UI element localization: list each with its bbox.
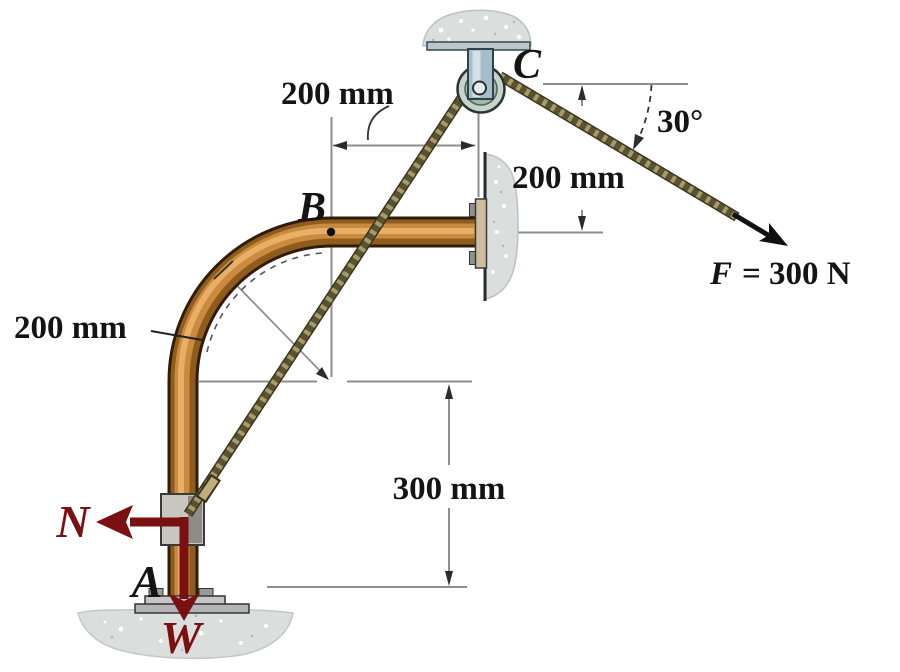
label-point-c: C xyxy=(513,42,542,88)
normal-force-arrowhead xyxy=(96,505,133,539)
weight-force-arrowhead xyxy=(168,593,200,621)
label-normal-force: N xyxy=(55,496,91,547)
rope-left-braid xyxy=(185,95,465,516)
pulley-pin xyxy=(472,80,487,96)
dim-label-wall-drop: 200 mm xyxy=(512,160,625,196)
dim-label-bend-radius: 200 mm xyxy=(14,310,127,346)
ground-speckles xyxy=(103,617,268,645)
wall-speckles-dark xyxy=(492,190,505,248)
angle-arc-30 xyxy=(634,84,653,147)
leader-top-200 xyxy=(366,105,390,141)
wall-mount xyxy=(469,152,519,301)
ceiling-speckles xyxy=(438,15,522,41)
arrowhead-300-up xyxy=(445,384,453,399)
cable xyxy=(183,71,740,517)
rope-right xyxy=(498,72,739,221)
label-force-f-value: = 300 N xyxy=(742,256,851,292)
leader-left-200 xyxy=(150,330,203,341)
angle-label-30: 30° xyxy=(657,104,703,140)
force-f-arrowhead xyxy=(759,223,788,246)
dim-label-pulley-offset: 200 mm xyxy=(281,76,394,112)
bend-radius-tick xyxy=(213,260,234,280)
reaction-arrows xyxy=(96,505,200,621)
point-b-dot xyxy=(326,227,336,237)
arrowhead-bend-center xyxy=(316,367,329,380)
force-f-shaft xyxy=(731,211,775,241)
wall-speckles xyxy=(491,165,508,274)
arrowhead-right-up xyxy=(578,85,586,100)
dimension-lines xyxy=(199,83,688,588)
dimension-arrowheads xyxy=(316,85,644,586)
wall-concrete xyxy=(485,153,519,300)
arrowhead-right-down xyxy=(578,216,586,231)
pipe xyxy=(167,216,479,601)
label-force-f-symbol: F xyxy=(709,256,732,292)
ceiling-concrete xyxy=(422,9,532,47)
pipe-highlight xyxy=(178,228,474,594)
force-f-arrow xyxy=(731,211,788,246)
pulley-bracket-highlight xyxy=(472,51,481,97)
ceiling-speckles-dark xyxy=(431,20,516,42)
arrowhead-top-left xyxy=(333,141,347,150)
arrowhead-top-right xyxy=(461,141,475,150)
pulley-assembly xyxy=(422,9,532,114)
dim-label-post-height: 300 mm xyxy=(393,471,506,507)
label-weight-force: W xyxy=(161,612,205,663)
pipe-flange xyxy=(474,198,488,269)
label-point-a: A xyxy=(129,556,163,607)
ground-speckles-dark xyxy=(110,614,254,652)
arrowhead-300-down xyxy=(445,571,453,586)
arrowhead-angle-arc xyxy=(633,134,644,150)
label-point-b: B xyxy=(297,185,326,231)
rope-ferrule xyxy=(198,476,219,501)
